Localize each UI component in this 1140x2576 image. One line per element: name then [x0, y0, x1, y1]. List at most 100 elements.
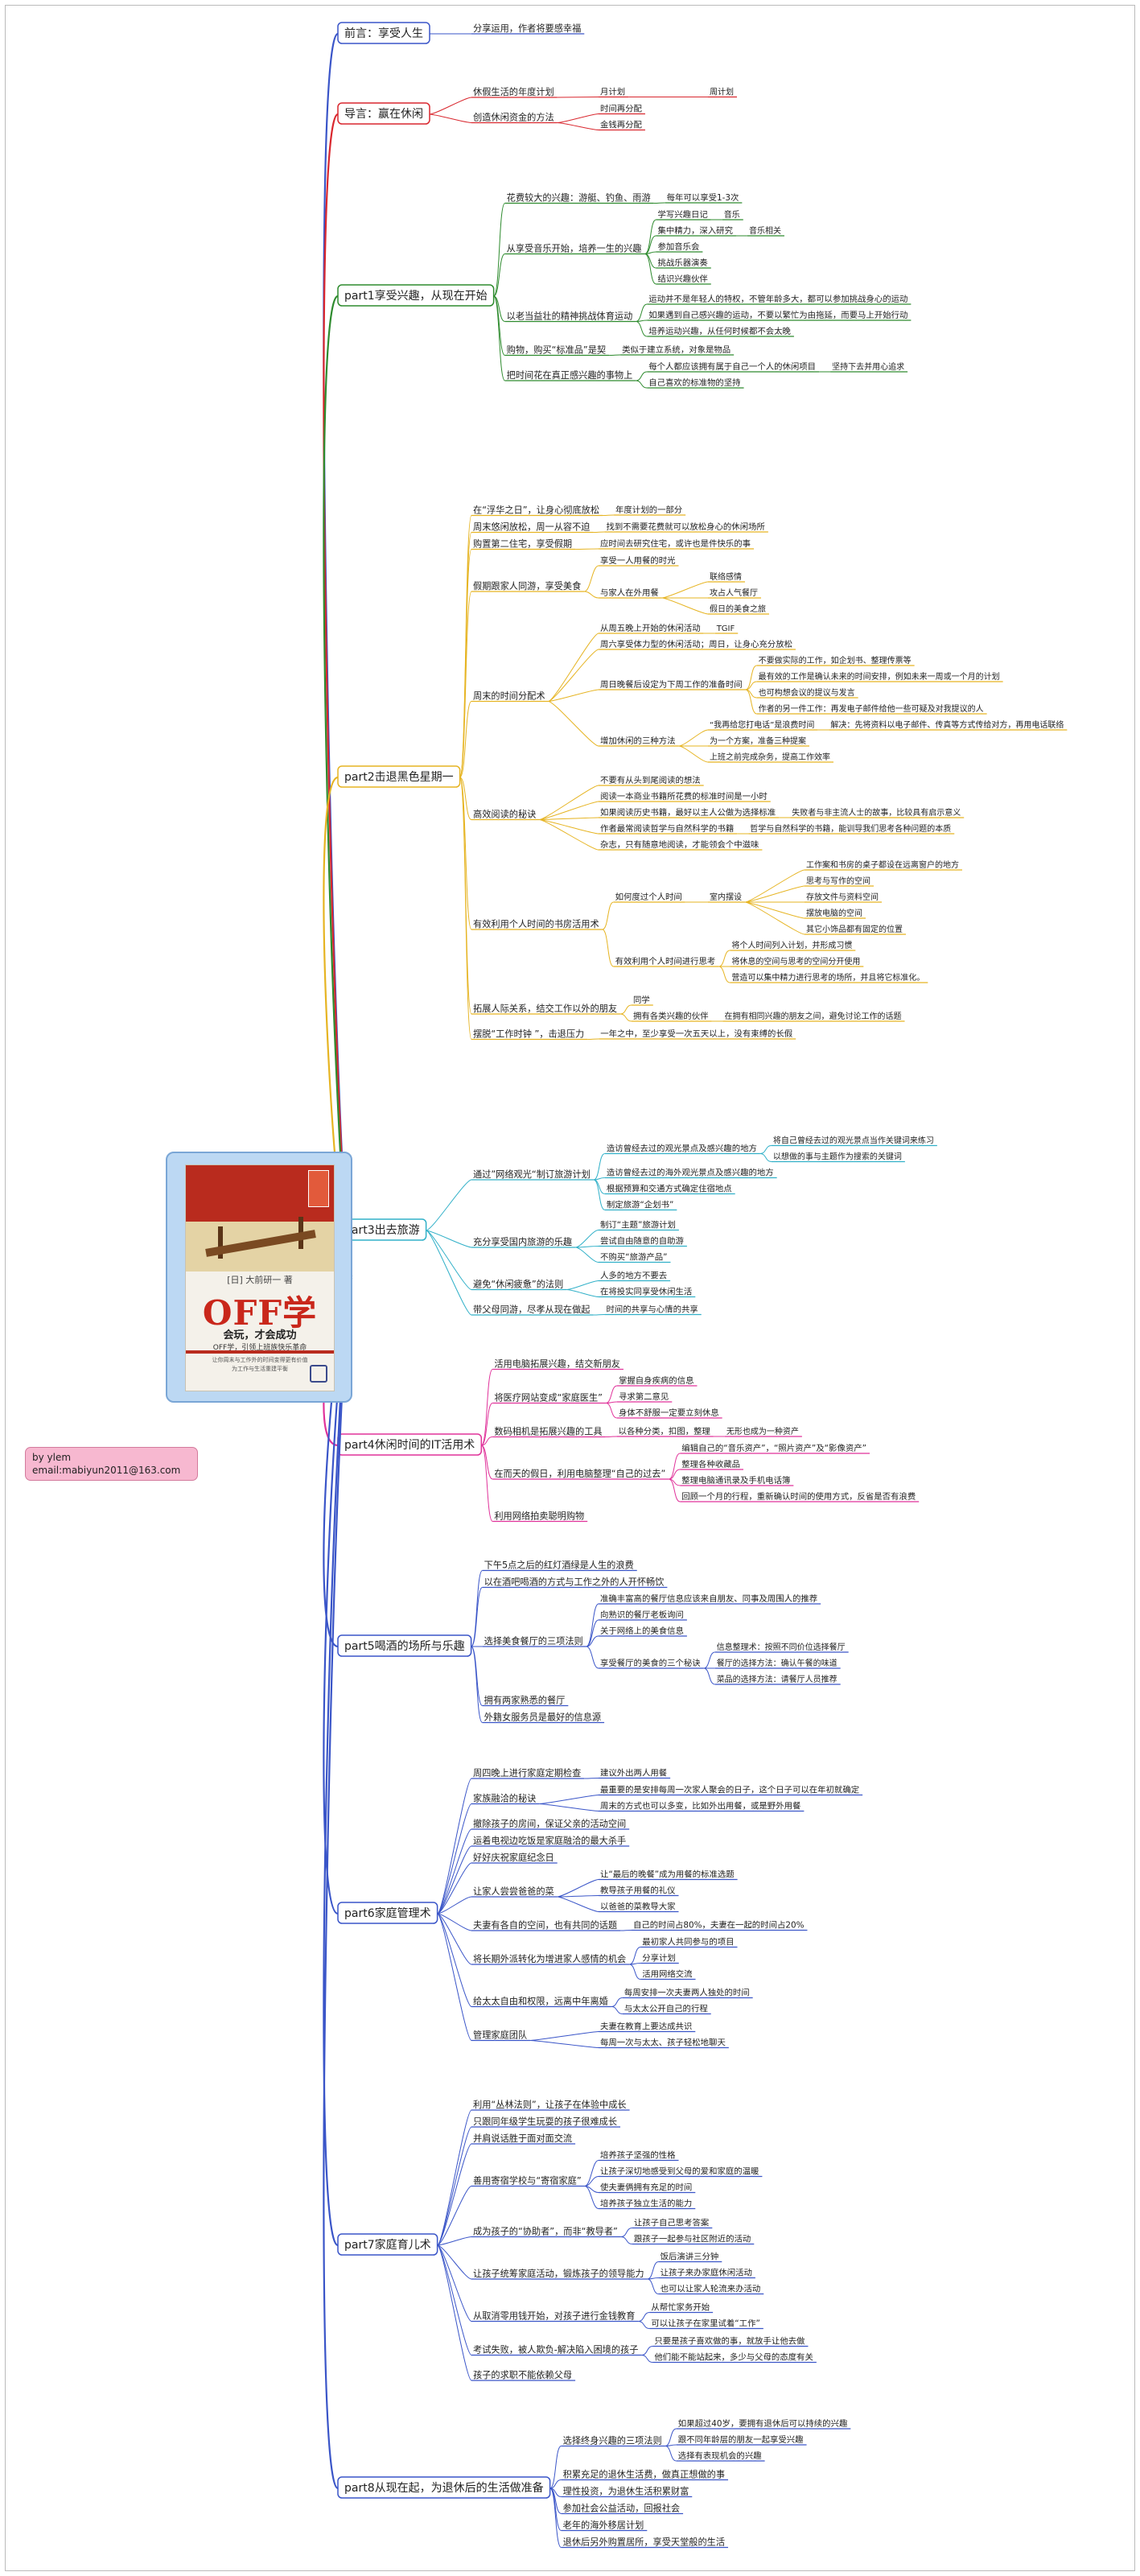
mindmap-node-level5[interactable]: 摆放电脑的空间 [806, 908, 862, 918]
mindmap-node-level3[interactable]: 饭后演讲三分钟 [661, 2252, 719, 2262]
mindmap-node-level4[interactable]: 音乐 [724, 209, 740, 220]
mindmap-node-level2[interactable]: 并肩说话胜于面对面交流 [473, 2133, 572, 2144]
mindmap-node-level2[interactable]: 孩子的求职不能依赖父母 [473, 2369, 572, 2380]
topic-box[interactable] [337, 765, 461, 788]
mindmap-node-level2[interactable]: 给太太自由和权限，远离中年离婚 [473, 1996, 608, 2007]
mindmap-node-level3[interactable]: 金钱再分配 [600, 120, 643, 130]
mindmap-node-level3[interactable]: 造访曾经去过的海外观光景点及感兴趣的地方 [607, 1168, 774, 1178]
mindmap-node-level3[interactable]: 类似于建立系统，对象是物品 [622, 344, 731, 355]
mindmap-node-level4[interactable]: TGIF [716, 624, 735, 633]
mindmap-node-level3[interactable]: 有效利用个人时间进行思考 [615, 956, 716, 967]
mindmap-node-level2[interactable]: 考试失败，被人欺负-解决陷入困境的孩子 [473, 2344, 638, 2355]
mindmap-node-level3[interactable]: 周末的方式也可以多变，比如外出用餐，或是野外用餐 [600, 1801, 801, 1811]
mindmap-node-level3[interactable]: 整理电脑通讯录及手机电话簿 [681, 1475, 790, 1486]
mindmap-node-level4[interactable]: 攻占人气餐厅 [710, 587, 758, 598]
mindmap-node-level3[interactable]: 在将投实同享受休闲生活 [600, 1287, 692, 1297]
mindmap-node-level3[interactable]: 制定旅游“企划书” [607, 1200, 674, 1210]
mindmap-node-level4[interactable]: 上班之前完成杂务，提高工作效率 [710, 752, 830, 762]
mindmap-node-level2[interactable]: 购物，购买“标准品”是契 [507, 344, 606, 356]
mindmap-node-level3[interactable]: 月计划 [600, 87, 625, 97]
mindmap-node-level4[interactable]: 室内摆设 [710, 892, 742, 902]
mindmap-node-level2[interactable]: 让孩子统筹家庭活动，锻炼孩子的领导能力 [473, 2268, 644, 2279]
mindmap-node-level2[interactable]: 创造休闲资金的方法 [473, 112, 554, 123]
mindmap-node-level3[interactable]: 一年之中，至少享受一次五天以上，没有束缚的长假 [600, 1028, 793, 1039]
mindmap-node-level3[interactable]: 让“最后的晚餐”成为用餐的标准选题 [600, 1869, 735, 1880]
mindmap-node-level4[interactable]: 餐厅的选择方法：确认午餐的味道 [717, 1658, 838, 1668]
topic-label[interactable]: 导言：赢在休闲 [344, 107, 423, 121]
topic-label[interactable]: part6家庭管理术 [344, 1906, 431, 1920]
mindmap-node-level2[interactable]: 高效阅读的秘诀 [473, 809, 536, 820]
mindmap-node-level3[interactable]: 可以让孩子在家里试着“工作” [651, 2318, 759, 2329]
mindmap-node-level2[interactable]: 运着电视边吃饭是家庭融洽的最大杀手 [473, 1835, 626, 1846]
mindmap-node-level3[interactable]: 编辑自己的“音乐资产”，“照片资产”及“影像资产” [681, 1443, 866, 1453]
mindmap-node-level2[interactable]: 假期跟家人同游，享受美食 [473, 580, 581, 591]
mindmap-node-level3[interactable]: 时间再分配 [600, 104, 643, 114]
mindmap-node-level3[interactable]: 杂志，只有随意地阅读，才能领会个中滋味 [600, 839, 759, 850]
mindmap-node-level2[interactable]: 避免“休闲疲惫”的法则 [473, 1279, 563, 1290]
author-credit-box[interactable]: by ylem email:mabiyun2011@163.com [25, 1447, 198, 1481]
mindmap-node-level4[interactable]: 在拥有相同兴趣的朋友之间，避免讨论工作的话题 [725, 1011, 902, 1021]
mindmap-node-level3[interactable]: 选择有表现机会的兴趣 [678, 2450, 763, 2461]
mindmap-node-level2[interactable]: 只跟同年级学生玩耍的孩子很难成长 [473, 2116, 617, 2127]
mindmap-node-level3[interactable]: 使夫妻俩拥有充足的时间 [600, 2182, 692, 2193]
mindmap-node-level3[interactable]: 结识兴趣伙伴 [657, 274, 707, 284]
mindmap-node-level3[interactable]: 如何度过个人时间 [615, 892, 682, 902]
mindmap-node-level2[interactable]: 周末的时间分配术 [473, 690, 545, 702]
mindmap-node-level2[interactable]: 以在酒吧喝酒的方式与工作之外的人开怀畅饮 [484, 1577, 665, 1588]
mindmap-node-level4[interactable]: 假日的美食之旅 [710, 604, 766, 614]
mindmap-node-level5[interactable]: 思考与写作的空间 [806, 876, 870, 886]
mindmap-node-level5[interactable]: 其它小饰品都有固定的位置 [806, 924, 903, 934]
mindmap-node-level2[interactable]: 积累充足的退休生活费，做真正想做的事 [563, 2469, 725, 2480]
mindmap-node-level4[interactable]: 坚持下去并用心追求 [832, 361, 904, 372]
mindmap-node-level3[interactable]: 他们能不能站起来，多少与父母的态度有关 [654, 2352, 813, 2363]
mindmap-node-level2[interactable]: 让家人尝尝爸爸的菜 [473, 1886, 554, 1897]
mindmap-node-level3[interactable]: 增加休闲的三种方法 [600, 736, 676, 746]
mindmap-node-level2[interactable]: 休假生活的年度计划 [473, 86, 554, 97]
mindmap-node-level5[interactable]: 工作案和书房的桌子都设在远离窗户的地方 [806, 859, 959, 870]
mindmap-node-level4[interactable]: 以想做的事与主题作为搜索的关键词 [773, 1152, 902, 1162]
mindmap-node-level2[interactable]: 好好庆祝家庭纪念日 [473, 1852, 554, 1863]
mindmap-node-level5[interactable]: 存放文件与资料空间 [806, 892, 879, 902]
mindmap-node-level3[interactable]: 找到不需要花费就可以放松身心的休闲场所 [606, 521, 764, 532]
mindmap-node-level2[interactable]: 摆脱“工作时钟 ”，击退压力 [473, 1028, 584, 1040]
mindmap-node-level4[interactable]: 联络感情 [710, 571, 742, 582]
mindmap-node-level3[interactable]: 如果阅读历史书籍，最好以主人公做为选择标准 [600, 807, 776, 818]
topic-label[interactable]: part1享受兴趣，从现在开始 [344, 289, 488, 303]
mindmap-node-level3[interactable]: 如果超过40岁，要拥有退休后可以持续的兴趣 [678, 2418, 848, 2429]
mindmap-node-level4[interactable]: 将个人时间列入计划，并形成习惯 [731, 940, 852, 950]
mindmap-node-level2[interactable]: 有效利用个人时间的书房活用术 [473, 918, 599, 929]
mindmap-node-level3[interactable]: 享受餐厅的美食的三个秘诀 [600, 1658, 701, 1668]
mindmap-node-level4[interactable]: 不要做实际的工作，如企划书、整理传票等 [759, 655, 912, 666]
mindmap-node-level2[interactable]: 带父母同游，尽孝从现在做起 [473, 1304, 590, 1315]
mindmap-node-level3[interactable]: 人多的地方不要去 [600, 1271, 667, 1281]
mindmap-node-level2[interactable]: 利用网络拍卖聪明购物 [494, 1511, 584, 1522]
mindmap-node-level2[interactable]: 老年的海外移居计划 [563, 2520, 644, 2531]
mindmap-node-level3[interactable]: 集中精力，深入研究 [657, 225, 733, 236]
mindmap-node-level4[interactable]: 也可构想会议的提议与发言 [759, 687, 855, 698]
mindmap-node-level4[interactable]: “我再给您打电话”是浪费时间 [710, 719, 814, 730]
mindmap-node-level3[interactable]: 身体不舒服一定要立刻休息 [619, 1408, 719, 1418]
mindmap-node-level3[interactable]: 拥有各类兴趣的伙伴 [633, 1011, 709, 1021]
mindmap-node-level3[interactable]: 每周安排一次夫妻两人独处的时间 [624, 1988, 750, 1998]
mindmap-node-level2[interactable]: 以老当益壮的精神挑战体育运动 [507, 311, 633, 322]
mindmap-node-level3[interactable]: 让孩子深切地感受到父母的爱和家庭的温暖 [600, 2166, 759, 2177]
mindmap-node-level3[interactable]: 让孩子自己思考答案 [634, 2218, 710, 2228]
mindmap-node-level3[interactable]: 也可以让家人轮流来办活动 [661, 2284, 761, 2294]
mindmap-node-level3[interactable]: 跟孩子一起参与社区附近的活动 [634, 2234, 751, 2244]
topic-label[interactable]: part2击退黑色星期一 [344, 770, 454, 784]
mindmap-node-level3[interactable]: 如果遇到自己感兴趣的运动，不要以繁忙为由拖延，而要马上开始行动 [648, 310, 907, 320]
mindmap-node-level2[interactable]: 善用寄宿学校与“寄宿家庭” [473, 2175, 582, 2187]
mindmap-node-level2[interactable]: 家族融洽的秘诀 [473, 1793, 536, 1804]
topic-label[interactable]: 前言：享受人生 [344, 27, 423, 40]
mindmap-node-level3[interactable]: 同学 [633, 995, 650, 1005]
mindmap-node-level3[interactable]: 每年可以享受1-3次 [667, 192, 739, 203]
mindmap-node-level3[interactable]: 培养运动兴趣，从任何时候都不会太晚 [648, 326, 791, 336]
topic-label[interactable]: part5喝酒的场所与乐趣 [344, 1640, 465, 1653]
mindmap-node-level4[interactable]: 无形也成为一种资产 [726, 1426, 799, 1436]
mindmap-node-level3[interactable]: 最重要的是安排每周一次家人聚会的日子，这个日子可以在年初就确定 [600, 1785, 859, 1795]
mindmap-node-level3[interactable]: 培养孩子独立生活的能力 [600, 2199, 692, 2209]
topic-box[interactable] [337, 2476, 551, 2499]
mindmap-node-level2[interactable]: 将医疗网站变成“家庭医生” [494, 1392, 603, 1403]
mindmap-node-level4[interactable]: 周计划 [710, 87, 734, 97]
mindmap-node-level2[interactable]: 管理家庭团队 [473, 2030, 527, 2041]
